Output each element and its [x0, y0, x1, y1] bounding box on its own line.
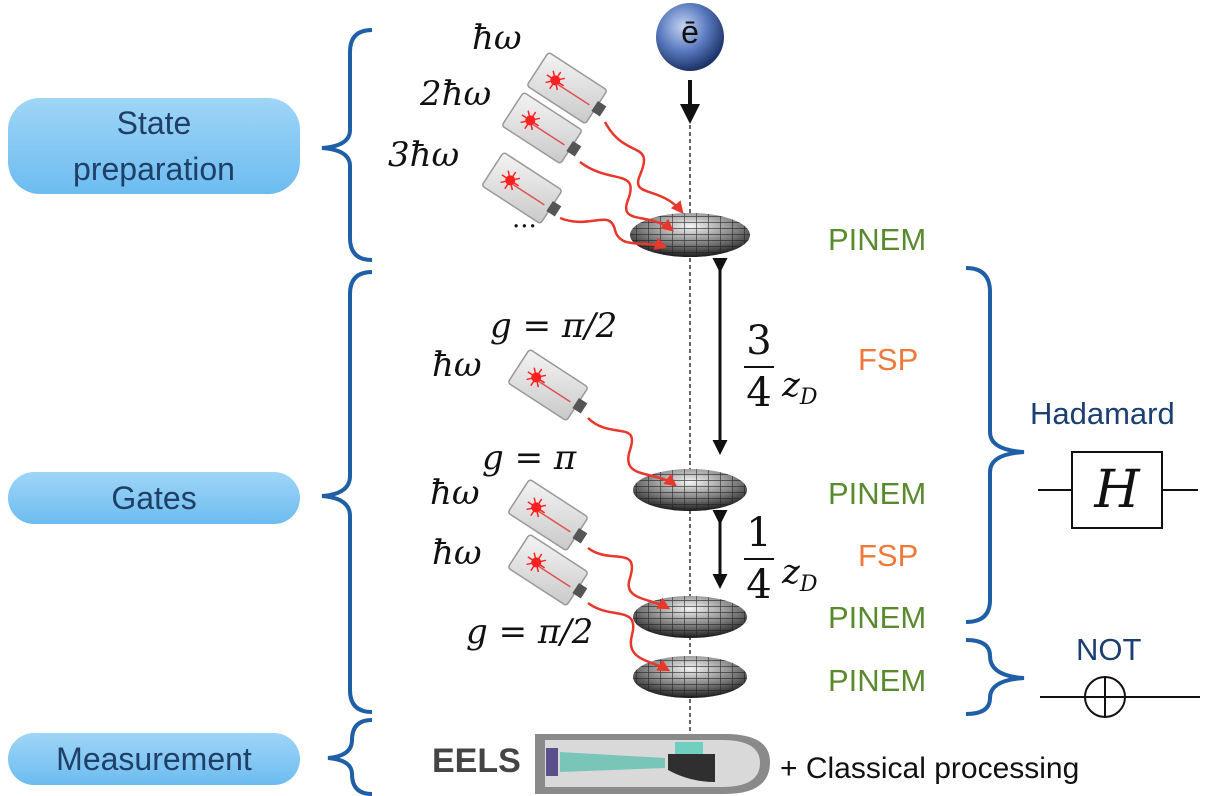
fraction-1-4-denominator: 4 — [746, 562, 772, 608]
label-pinem-3: PINEM — [828, 600, 927, 635]
zd-var-1: z — [782, 365, 800, 405]
hadamard-gate-symbol — [1038, 451, 1198, 529]
zd-var-2: z — [782, 552, 800, 592]
gate-beam-2 — [587, 546, 671, 610]
eels-label: EELS — [432, 742, 521, 780]
prep-label-1: ħω — [472, 18, 522, 58]
gate-laser-1 — [507, 348, 596, 426]
prep-beam-2 — [579, 161, 674, 232]
prep-beam-1 — [603, 121, 684, 214]
gate-laser-3 — [507, 533, 596, 611]
gate-hw-1: ħω — [432, 345, 482, 385]
gates-pill: Gates — [8, 472, 300, 524]
gate-beam-3 — [587, 601, 671, 672]
gates-brace — [321, 270, 373, 714]
gate-beam-1 — [587, 417, 678, 487]
not-gate-symbol — [1040, 676, 1200, 718]
label-fsp-2: FSP — [858, 538, 919, 573]
label-pinem-1: PINEM — [828, 222, 927, 257]
not-brace — [965, 638, 1025, 716]
label-fsp-1: FSP — [858, 342, 919, 377]
gate-hw-3: ħω — [432, 533, 482, 573]
electron-symbol: ē — [681, 14, 699, 50]
label-pinem-4: PINEM — [828, 663, 927, 698]
classical-processing-label: + Classical processing — [780, 752, 1080, 785]
not-label: NOT — [1076, 632, 1142, 667]
zd-sub-2: D — [799, 571, 818, 597]
fraction-1-4: 1 4 — [744, 510, 774, 608]
prep-label-2: 2ħω — [420, 74, 492, 114]
fraction-3-4-denominator: 4 — [746, 370, 772, 416]
electron-ball — [656, 3, 724, 71]
prep-label-3: 3ħω — [388, 135, 460, 175]
zd-label-2: zD — [782, 552, 818, 597]
fraction-3-4-numerator: 3 — [746, 318, 772, 364]
zd-sub-1: D — [799, 384, 818, 410]
measurement-brace — [327, 718, 373, 796]
fraction-1-4-numerator: 1 — [746, 510, 772, 556]
state-preparation-pill: State preparation — [8, 98, 300, 194]
zd-label-1: zD — [782, 365, 818, 410]
eels-detector — [535, 734, 770, 794]
prep-beam-3 — [559, 216, 668, 250]
hadamard-symbol: H — [1094, 460, 1140, 520]
hadamard-brace — [965, 266, 1025, 624]
label-pinem-2: PINEM — [828, 476, 927, 511]
gate-param-3: g = π/2 — [466, 612, 594, 652]
prep-label-4: ... — [512, 204, 537, 234]
gate-param-1: g = π/2 — [490, 306, 618, 346]
gate-param-2: g = π — [482, 438, 577, 478]
gate-laser-2 — [507, 478, 596, 556]
gate-hw-2: ħω — [430, 473, 480, 513]
hadamard-label: Hadamard — [1030, 396, 1175, 431]
measurement-pill: Measurement — [8, 733, 300, 785]
state-preparation-brace — [321, 28, 373, 262]
fraction-3-4: 3 4 — [744, 318, 774, 416]
